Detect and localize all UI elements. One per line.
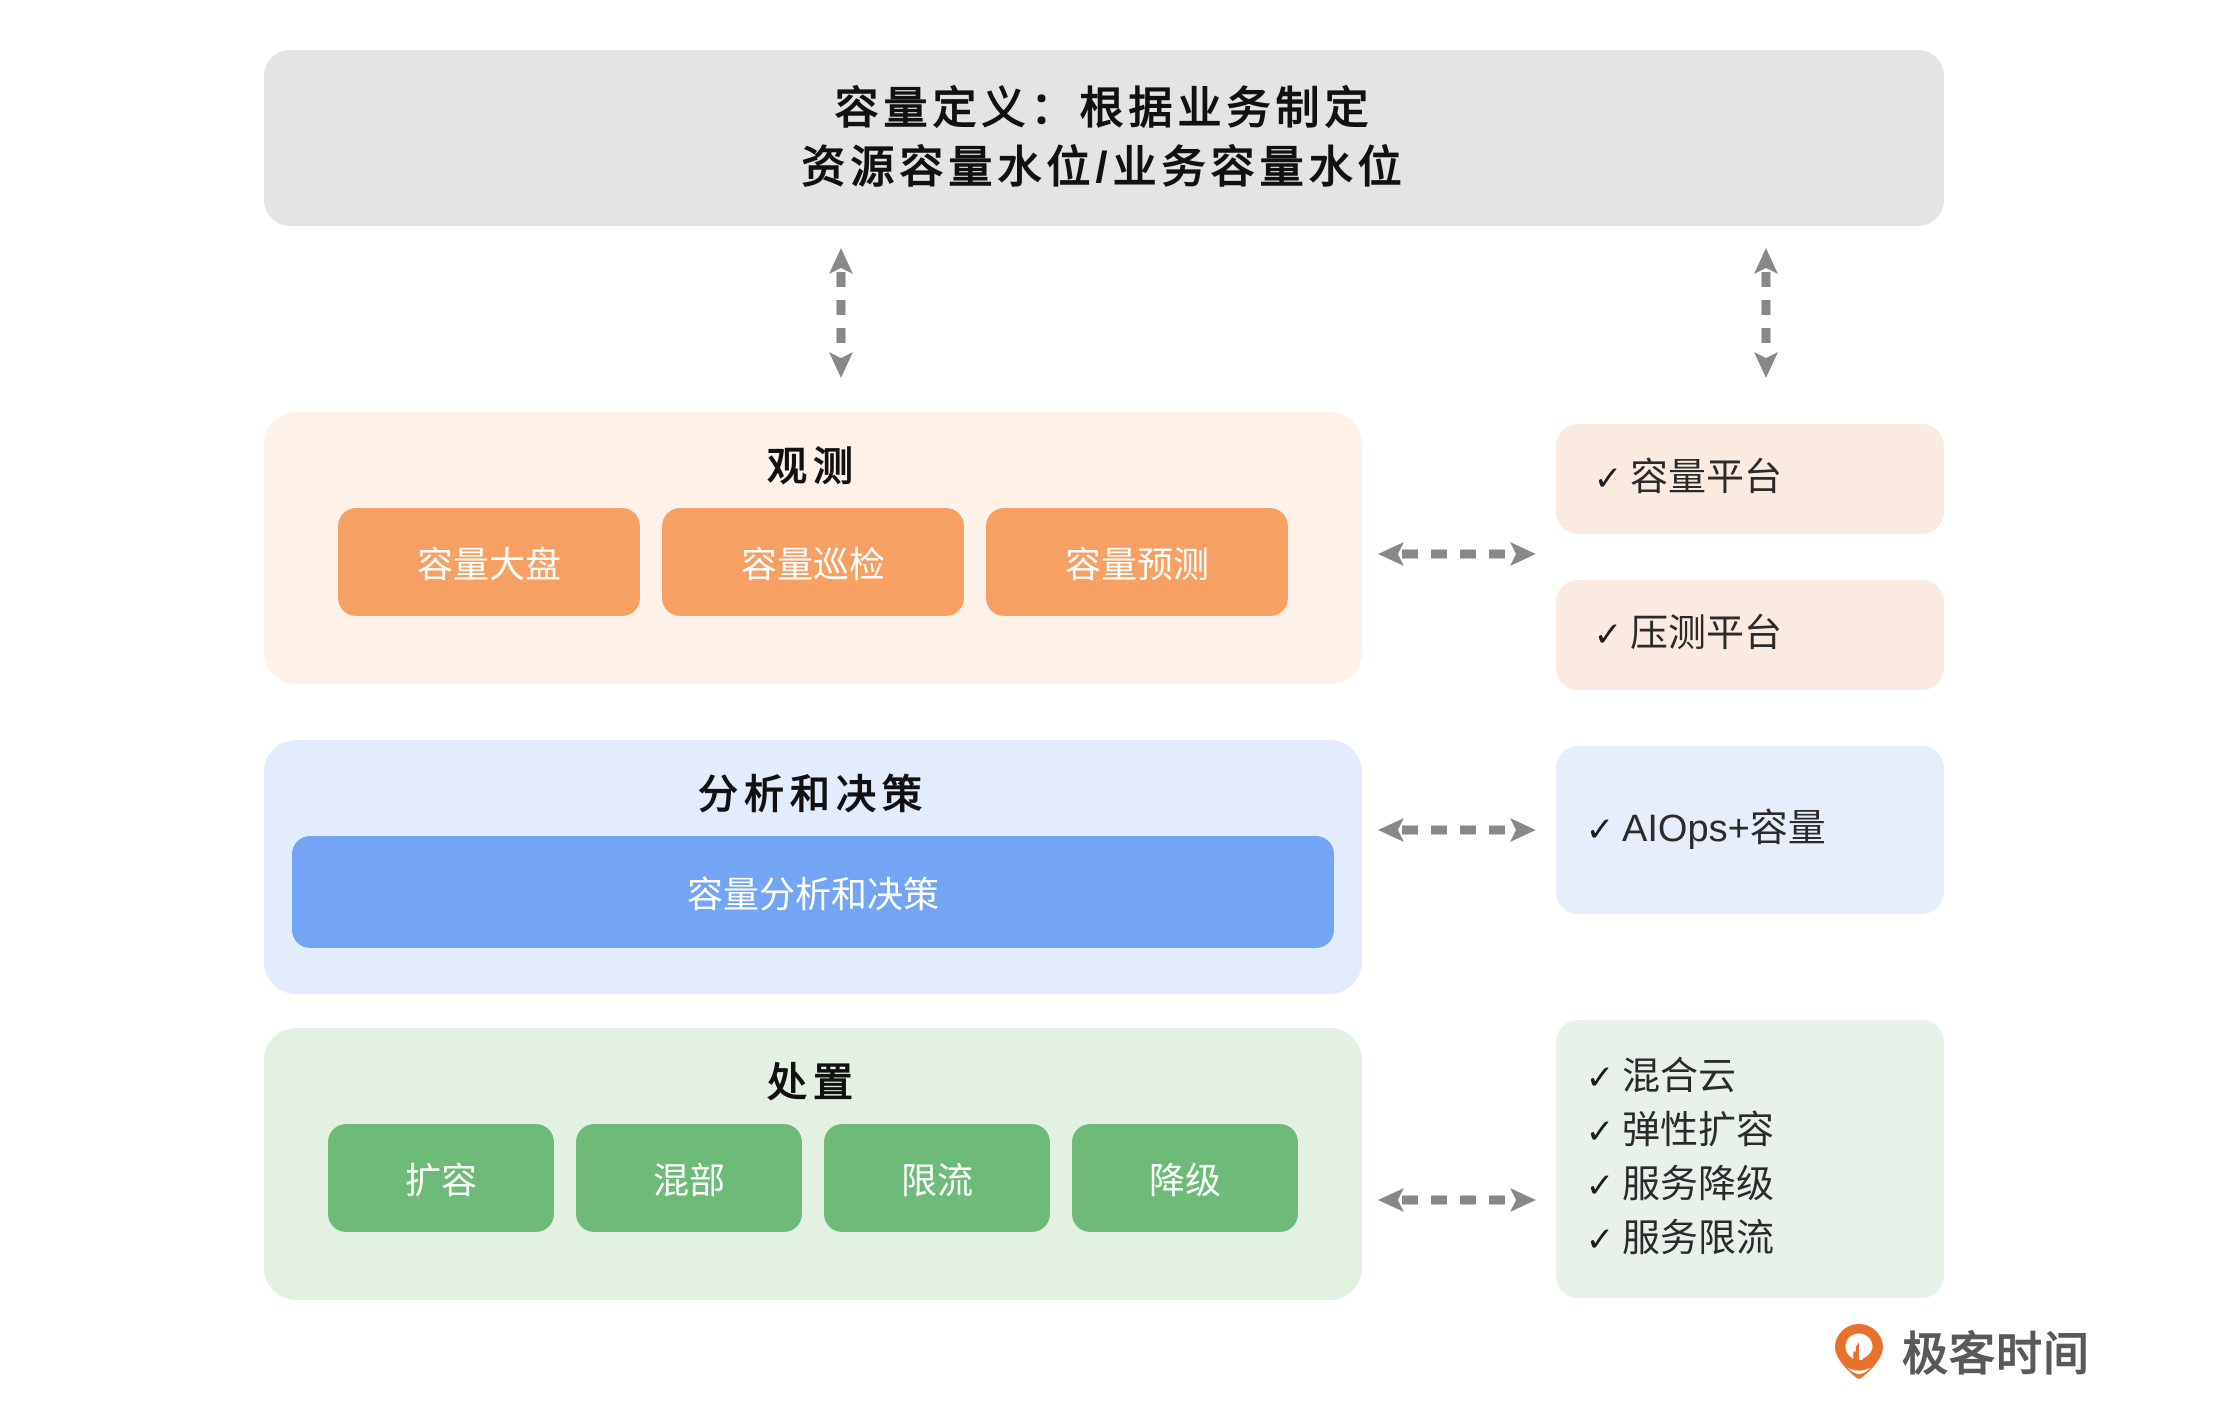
observe-chip-capacity-forecast[interactable]: 容量预测 — [986, 508, 1288, 616]
logo-text: 极客时间 — [1902, 1328, 2090, 1380]
side-row-stress-platform: ✓ 压测平台 — [1586, 608, 1944, 662]
check-icon: ✓ — [1593, 615, 1623, 654]
dispose-panel-title: 处置 — [767, 1061, 859, 1105]
dispose-chip-degrade[interactable]: 降级 — [1072, 1124, 1298, 1232]
side-label-elastic-scaling: 弹性扩容 — [1622, 1110, 1775, 1153]
dispose-panel: 处置 扩容 混部 限流 降级 — [264, 1028, 1362, 1300]
check-icon: ✓ — [1585, 810, 1615, 849]
observe-chip-capacity-dashboard[interactable]: 容量大盘 — [338, 508, 640, 616]
vertical-double-arrow-left-icon — [820, 242, 862, 384]
side-card-dispose-list[interactable]: ✓ 混合云 ✓ 弹性扩容 ✓ 服务降级 ✓ 服务限流 — [1556, 1020, 1944, 1298]
side-row-service-rate-limit: ✓ 服务限流 — [1578, 1213, 1944, 1267]
dispose-chip-scale-out[interactable]: 扩容 — [328, 1124, 554, 1232]
vertical-double-arrow-right-icon — [1745, 242, 1787, 384]
dispose-chip-row: 扩容 混部 限流 降级 — [264, 1124, 1362, 1232]
side-row-elastic-scaling: ✓ 弹性扩容 — [1578, 1105, 1944, 1159]
horizontal-double-arrow-observe-icon — [1372, 529, 1542, 579]
header-banner: 容量定义：根据业务制定 资源容量水位/业务容量水位 — [264, 50, 1944, 226]
check-icon: ✓ — [1585, 1220, 1615, 1259]
observe-panel-title: 观测 — [767, 445, 859, 489]
analysis-panel: 分析和决策 容量分析和决策 — [264, 740, 1362, 994]
side-label-hybrid-cloud: 混合云 — [1622, 1056, 1737, 1099]
horizontal-double-arrow-analysis-icon — [1372, 805, 1542, 855]
side-row-capacity-platform: ✓ 容量平台 — [1586, 452, 1944, 506]
side-label-aiops: AIOps+容量 — [1622, 808, 1826, 851]
side-row-hybrid-cloud: ✓ 混合云 — [1578, 1051, 1944, 1105]
side-label-service-degradation: 服务降级 — [1622, 1164, 1775, 1206]
header-title-line1: 容量定义：根据业务制定 — [834, 83, 1374, 133]
observe-chip-capacity-inspection[interactable]: 容量巡检 — [662, 508, 964, 616]
check-icon: ✓ — [1585, 1058, 1615, 1097]
side-card-capacity-platform[interactable]: ✓ 容量平台 — [1556, 424, 1944, 534]
side-row-aiops: ✓ AIOps+容量 — [1578, 803, 1944, 857]
side-row-service-degradation: ✓ 服务降级 — [1578, 1159, 1944, 1213]
analysis-panel-title: 分析和决策 — [698, 773, 928, 817]
side-label-capacity-platform: 容量平台 — [1630, 457, 1783, 500]
side-label-stress-platform: 压测平台 — [1630, 613, 1783, 656]
side-label-service-rate-limit: 服务限流 — [1622, 1217, 1775, 1260]
analysis-chip-capacity-analysis-decision[interactable]: 容量分析和决策 — [292, 836, 1334, 948]
observe-panel: 观测 容量大盘 容量巡检 容量预测 — [264, 412, 1362, 684]
geektime-pin-icon — [1830, 1322, 1888, 1380]
horizontal-double-arrow-dispose-icon — [1372, 1175, 1542, 1225]
check-icon: ✓ — [1585, 1112, 1615, 1151]
check-icon: ✓ — [1593, 459, 1623, 498]
side-card-aiops[interactable]: ✓ AIOps+容量 — [1556, 746, 1944, 914]
side-card-stress-platform[interactable]: ✓ 压测平台 — [1556, 580, 1944, 690]
brand-logo: 极客时间 — [1830, 1318, 2090, 1384]
observe-chip-row: 容量大盘 容量巡检 容量预测 — [264, 508, 1362, 616]
dispose-chip-colocation[interactable]: 混部 — [576, 1124, 802, 1232]
header-title-line2: 资源容量水位/业务容量水位 — [801, 143, 1407, 192]
check-icon: ✓ — [1585, 1166, 1615, 1205]
dispose-chip-rate-limit[interactable]: 限流 — [824, 1124, 1050, 1232]
